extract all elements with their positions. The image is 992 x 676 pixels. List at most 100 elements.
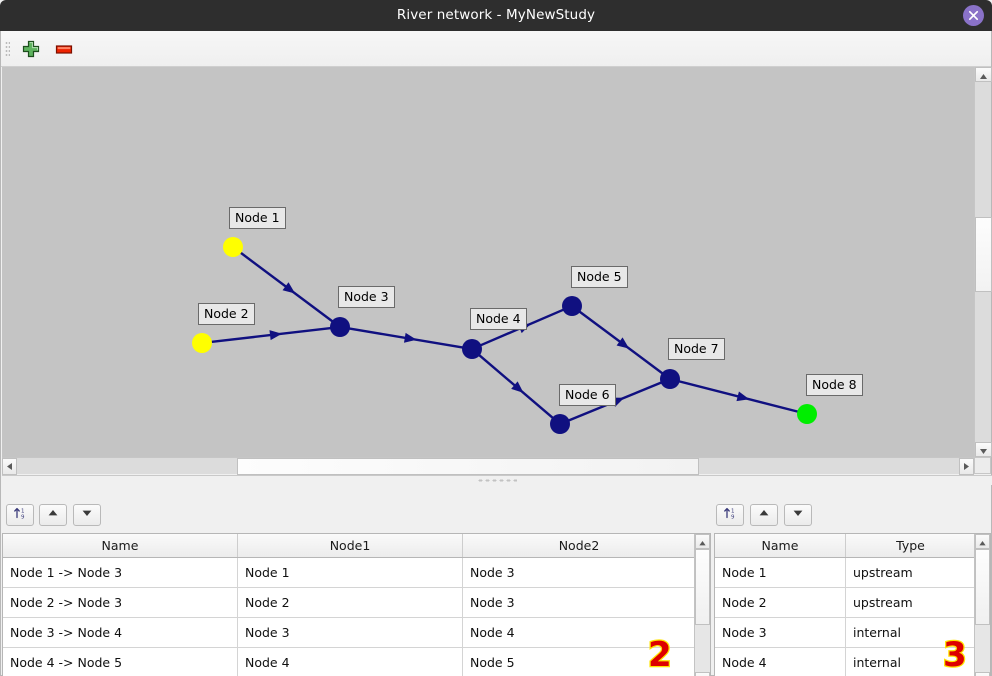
scroll-left-icon[interactable] bbox=[2, 458, 17, 475]
table-cell[interactable]: Node 4 bbox=[470, 625, 515, 640]
sort-icon[interactable]: 1 9 bbox=[716, 504, 744, 526]
graph-vscroll-thumb[interactable] bbox=[975, 217, 992, 292]
table-cell[interactable]: Node 1 bbox=[238, 558, 463, 587]
scrollbar-corner bbox=[974, 457, 991, 474]
table-cell[interactable]: Node 3 bbox=[470, 565, 515, 580]
graph-node[interactable] bbox=[797, 404, 817, 424]
graph-vertical-scrollbar[interactable] bbox=[974, 67, 992, 457]
graph-node-label[interactable]: Node 4 bbox=[470, 308, 527, 330]
nodes-table-scrollbar[interactable] bbox=[974, 534, 990, 676]
graph-horizontal-scrollbar[interactable] bbox=[2, 457, 974, 475]
panel-splitter[interactable] bbox=[2, 475, 992, 485]
graph-node[interactable] bbox=[660, 369, 680, 389]
graph-node-label[interactable]: Node 7 bbox=[668, 338, 725, 360]
graph-node-label[interactable]: Node 3 bbox=[338, 286, 395, 308]
table-cell[interactable]: Node 4 bbox=[715, 648, 846, 676]
scroll-down-icon[interactable] bbox=[975, 442, 992, 457]
graph-node[interactable] bbox=[192, 333, 212, 353]
nodes-scroll-thumb[interactable] bbox=[975, 549, 990, 625]
graph-node-label[interactable]: Node 8 bbox=[806, 374, 863, 396]
links-table-scrollbar[interactable] bbox=[694, 534, 710, 676]
move-up-button[interactable] bbox=[750, 504, 778, 526]
table-cell[interactable]: internal bbox=[853, 625, 901, 640]
table-row[interactable]: Node 1 upstream bbox=[715, 558, 990, 588]
column-header[interactable]: Name bbox=[3, 534, 238, 557]
table-cell[interactable]: Node 3 bbox=[715, 618, 846, 647]
title-bar[interactable]: River network - MyNewStudy bbox=[0, 0, 992, 31]
graph-node-label[interactable]: Node 1 bbox=[229, 207, 286, 229]
annotation-marker-2: 2 bbox=[647, 635, 673, 675]
node-layer bbox=[192, 237, 817, 434]
svg-text:1: 1 bbox=[21, 509, 25, 515]
edge-arrow-icon bbox=[511, 381, 524, 393]
column-header[interactable]: Node2 bbox=[558, 538, 600, 553]
red-minus-icon[interactable] bbox=[52, 37, 76, 61]
graph-node-label[interactable]: Node 5 bbox=[571, 266, 628, 288]
graph-node[interactable] bbox=[562, 296, 582, 316]
scroll-down-icon[interactable] bbox=[975, 672, 990, 676]
table-row[interactable]: Node 3 internal bbox=[715, 618, 990, 648]
links-toolbar: 1 9 bbox=[2, 499, 712, 529]
scroll-up-icon[interactable] bbox=[975, 67, 992, 82]
table-cell[interactable]: Node 1 -> Node 3 bbox=[3, 558, 238, 587]
table-row[interactable]: Node 2 upstream bbox=[715, 588, 990, 618]
graph-node[interactable] bbox=[223, 237, 243, 257]
edge-layer bbox=[210, 251, 799, 422]
graph-node[interactable] bbox=[550, 414, 570, 434]
table-cell[interactable]: Node 4 -> Node 5 bbox=[3, 648, 238, 676]
network-diagram bbox=[192, 237, 817, 434]
graph-hscroll-thumb[interactable] bbox=[237, 458, 699, 475]
main-toolbar bbox=[1, 31, 991, 67]
links-scroll-thumb[interactable] bbox=[695, 549, 710, 625]
close-icon[interactable] bbox=[963, 5, 984, 26]
toolbar-grip[interactable] bbox=[5, 41, 10, 57]
graph-node-label[interactable]: Node 2 bbox=[198, 303, 255, 325]
edge-arrow-icon bbox=[403, 332, 417, 343]
table-cell[interactable]: Node 1 bbox=[715, 558, 846, 587]
svg-text:9: 9 bbox=[731, 515, 735, 521]
table-cell[interactable]: Node 3 -> Node 4 bbox=[3, 618, 238, 647]
column-header[interactable]: Type bbox=[896, 538, 925, 553]
green-plus-icon[interactable] bbox=[19, 37, 43, 61]
column-header[interactable]: Node1 bbox=[238, 534, 463, 557]
graph-node-label[interactable]: Node 6 bbox=[559, 384, 616, 406]
table-cell[interactable]: upstream bbox=[853, 565, 913, 580]
sort-icon[interactable]: 1 9 bbox=[6, 504, 34, 526]
edge-arrow-icon bbox=[616, 337, 630, 349]
table-cell[interactable]: Node 2 -> Node 3 bbox=[3, 588, 238, 617]
edge-arrow-icon bbox=[282, 282, 296, 294]
nodes-table-header: Name Type bbox=[715, 534, 990, 558]
graph-node[interactable] bbox=[330, 317, 350, 337]
move-up-button[interactable] bbox=[39, 504, 67, 526]
table-row[interactable]: Node 4 internal bbox=[715, 648, 990, 676]
scroll-up-icon[interactable] bbox=[975, 534, 990, 549]
table-cell[interactable]: Node 2 bbox=[715, 588, 846, 617]
table-cell[interactable]: internal bbox=[853, 655, 901, 670]
table-cell[interactable]: Node 3 bbox=[238, 618, 463, 647]
table-cell[interactable]: Node 4 bbox=[238, 648, 463, 676]
scroll-up-icon[interactable] bbox=[695, 534, 710, 549]
table-cell[interactable]: Node 5 bbox=[470, 655, 515, 670]
graph-node[interactable] bbox=[462, 339, 482, 359]
scroll-down-icon[interactable] bbox=[695, 672, 710, 676]
graph-canvas[interactable]: Node 1 Node 2 Node 3 Node 4 Node 5 Node 6 Node… bbox=[2, 67, 974, 457]
column-header[interactable]: Name bbox=[715, 534, 846, 557]
move-down-button[interactable] bbox=[73, 504, 101, 526]
move-down-button[interactable] bbox=[784, 504, 812, 526]
table-cell[interactable]: Node 2 bbox=[238, 588, 463, 617]
scroll-right-icon[interactable] bbox=[959, 458, 974, 475]
table-cell[interactable]: upstream bbox=[853, 595, 913, 610]
table-cell[interactable]: Node 3 bbox=[470, 595, 515, 610]
